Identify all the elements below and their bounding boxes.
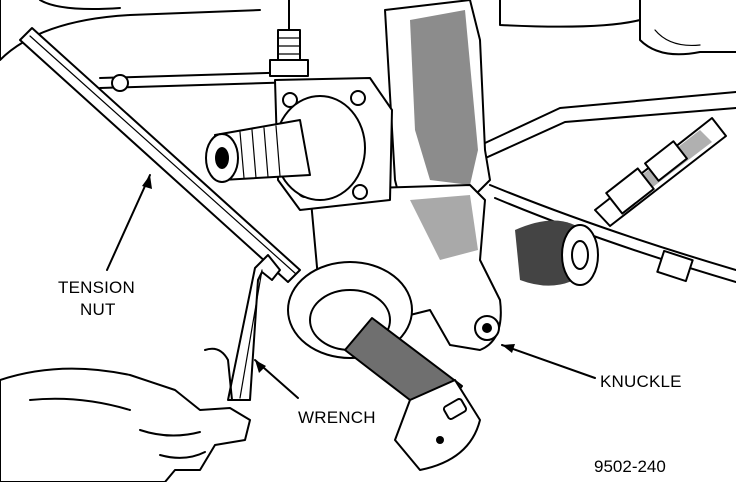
brake-line <box>489 184 736 283</box>
label-knuckle: KNUCKLE <box>600 372 682 391</box>
open-end-wrench <box>227 254 281 401</box>
label-tension-nut-line2: NUT <box>80 300 116 319</box>
spindle-stub <box>205 119 311 183</box>
label-wrench: WRENCH <box>298 408 376 427</box>
chassis-frame <box>0 0 736 61</box>
hand <box>0 347 251 482</box>
label-tension-nut-line1: TENSION <box>58 278 135 297</box>
leader-lines <box>106 174 596 399</box>
control-arm-rod <box>469 91 736 166</box>
tie-rod-boot <box>515 220 599 286</box>
upper-link-rod <box>99 71 301 92</box>
tension-rod <box>19 27 301 283</box>
ratchet-handle <box>344 317 481 471</box>
spindle-flange <box>274 77 393 211</box>
figure-id: 9502-240 <box>594 457 666 476</box>
tie-rod <box>594 117 727 227</box>
upper-stud <box>269 0 309 77</box>
